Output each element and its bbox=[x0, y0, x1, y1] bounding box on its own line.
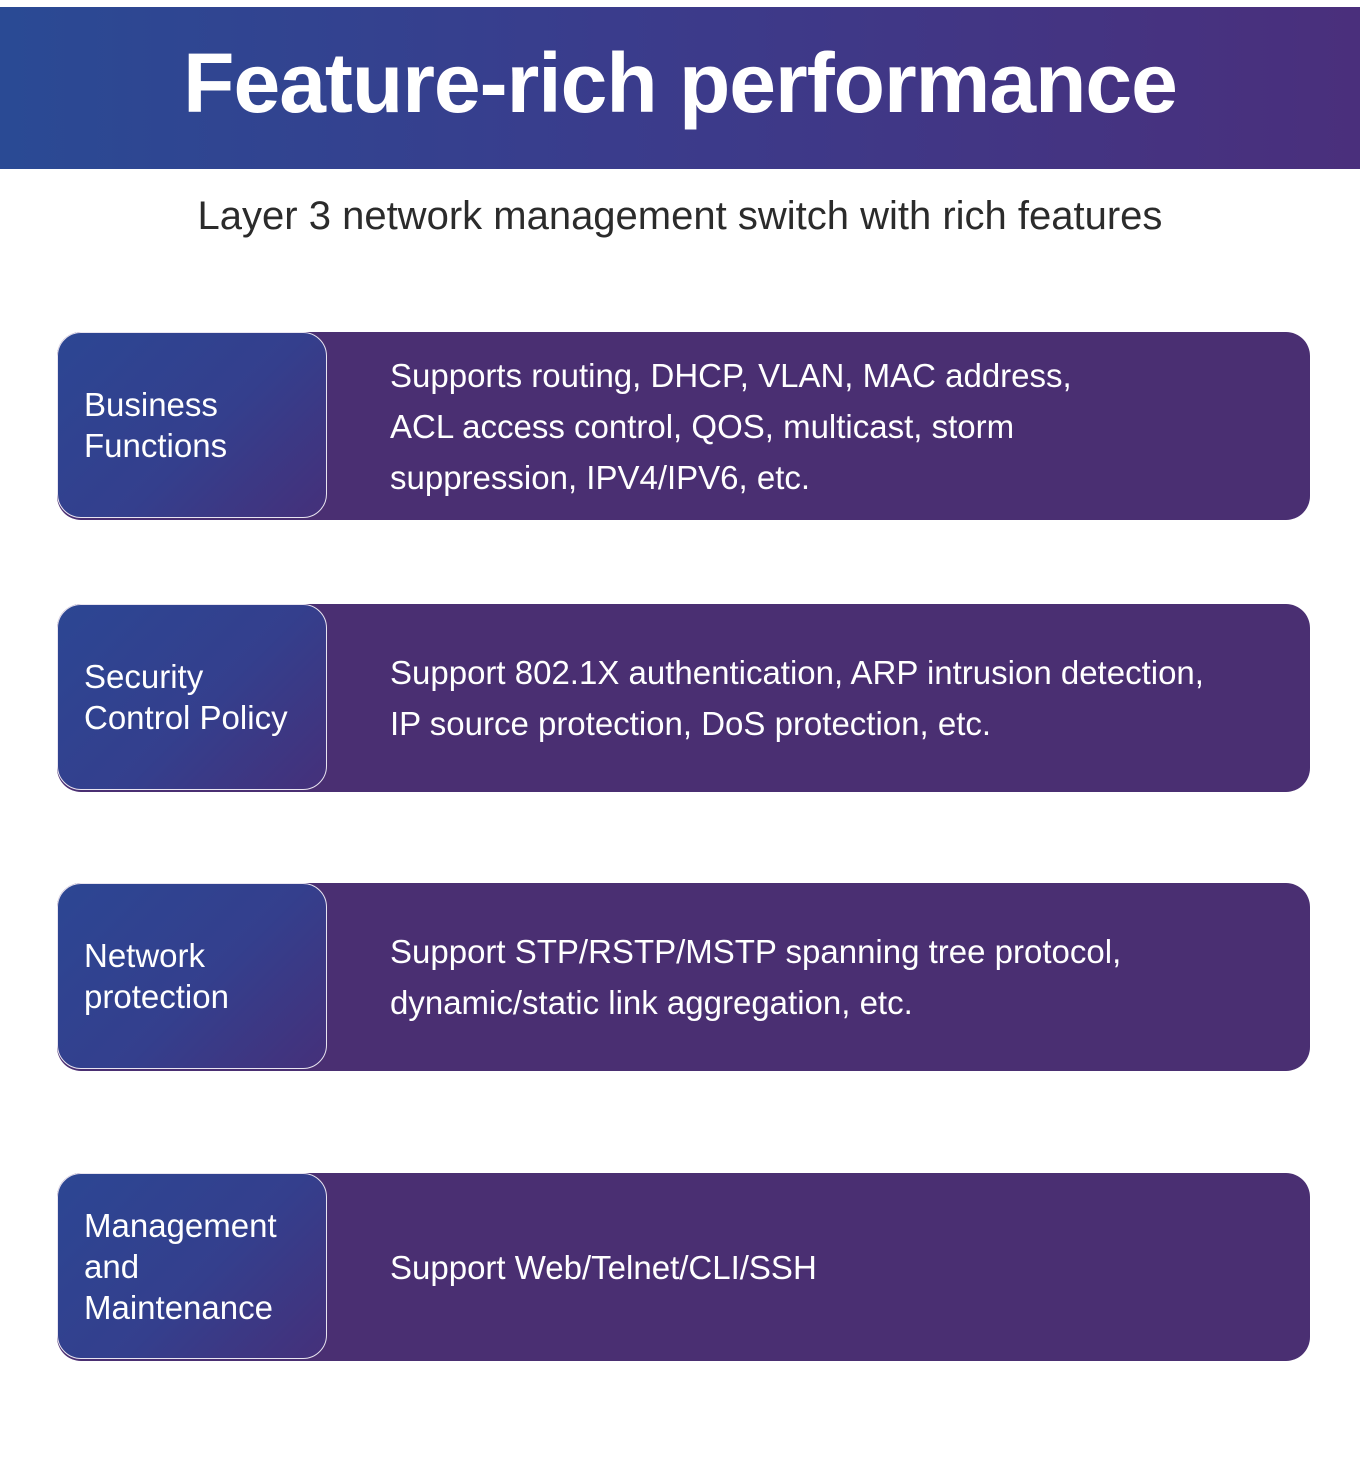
feature-description: Support 802.1X authentication, ARP intru… bbox=[390, 654, 1204, 742]
feature-description: Support Web/Telnet/CLI/SSH bbox=[390, 1248, 817, 1286]
page-title: Feature-rich performance bbox=[183, 35, 1178, 130]
feature-description: Supports routing, DHCP, VLAN, MAC addres… bbox=[390, 356, 1072, 496]
page-subtitle: Layer 3 network management switch with r… bbox=[197, 194, 1163, 238]
title-banner: Feature-rich performance bbox=[0, 7, 1360, 169]
feature-description: Support STP/RSTP/MSTP spanning tree prot… bbox=[390, 933, 1122, 1021]
